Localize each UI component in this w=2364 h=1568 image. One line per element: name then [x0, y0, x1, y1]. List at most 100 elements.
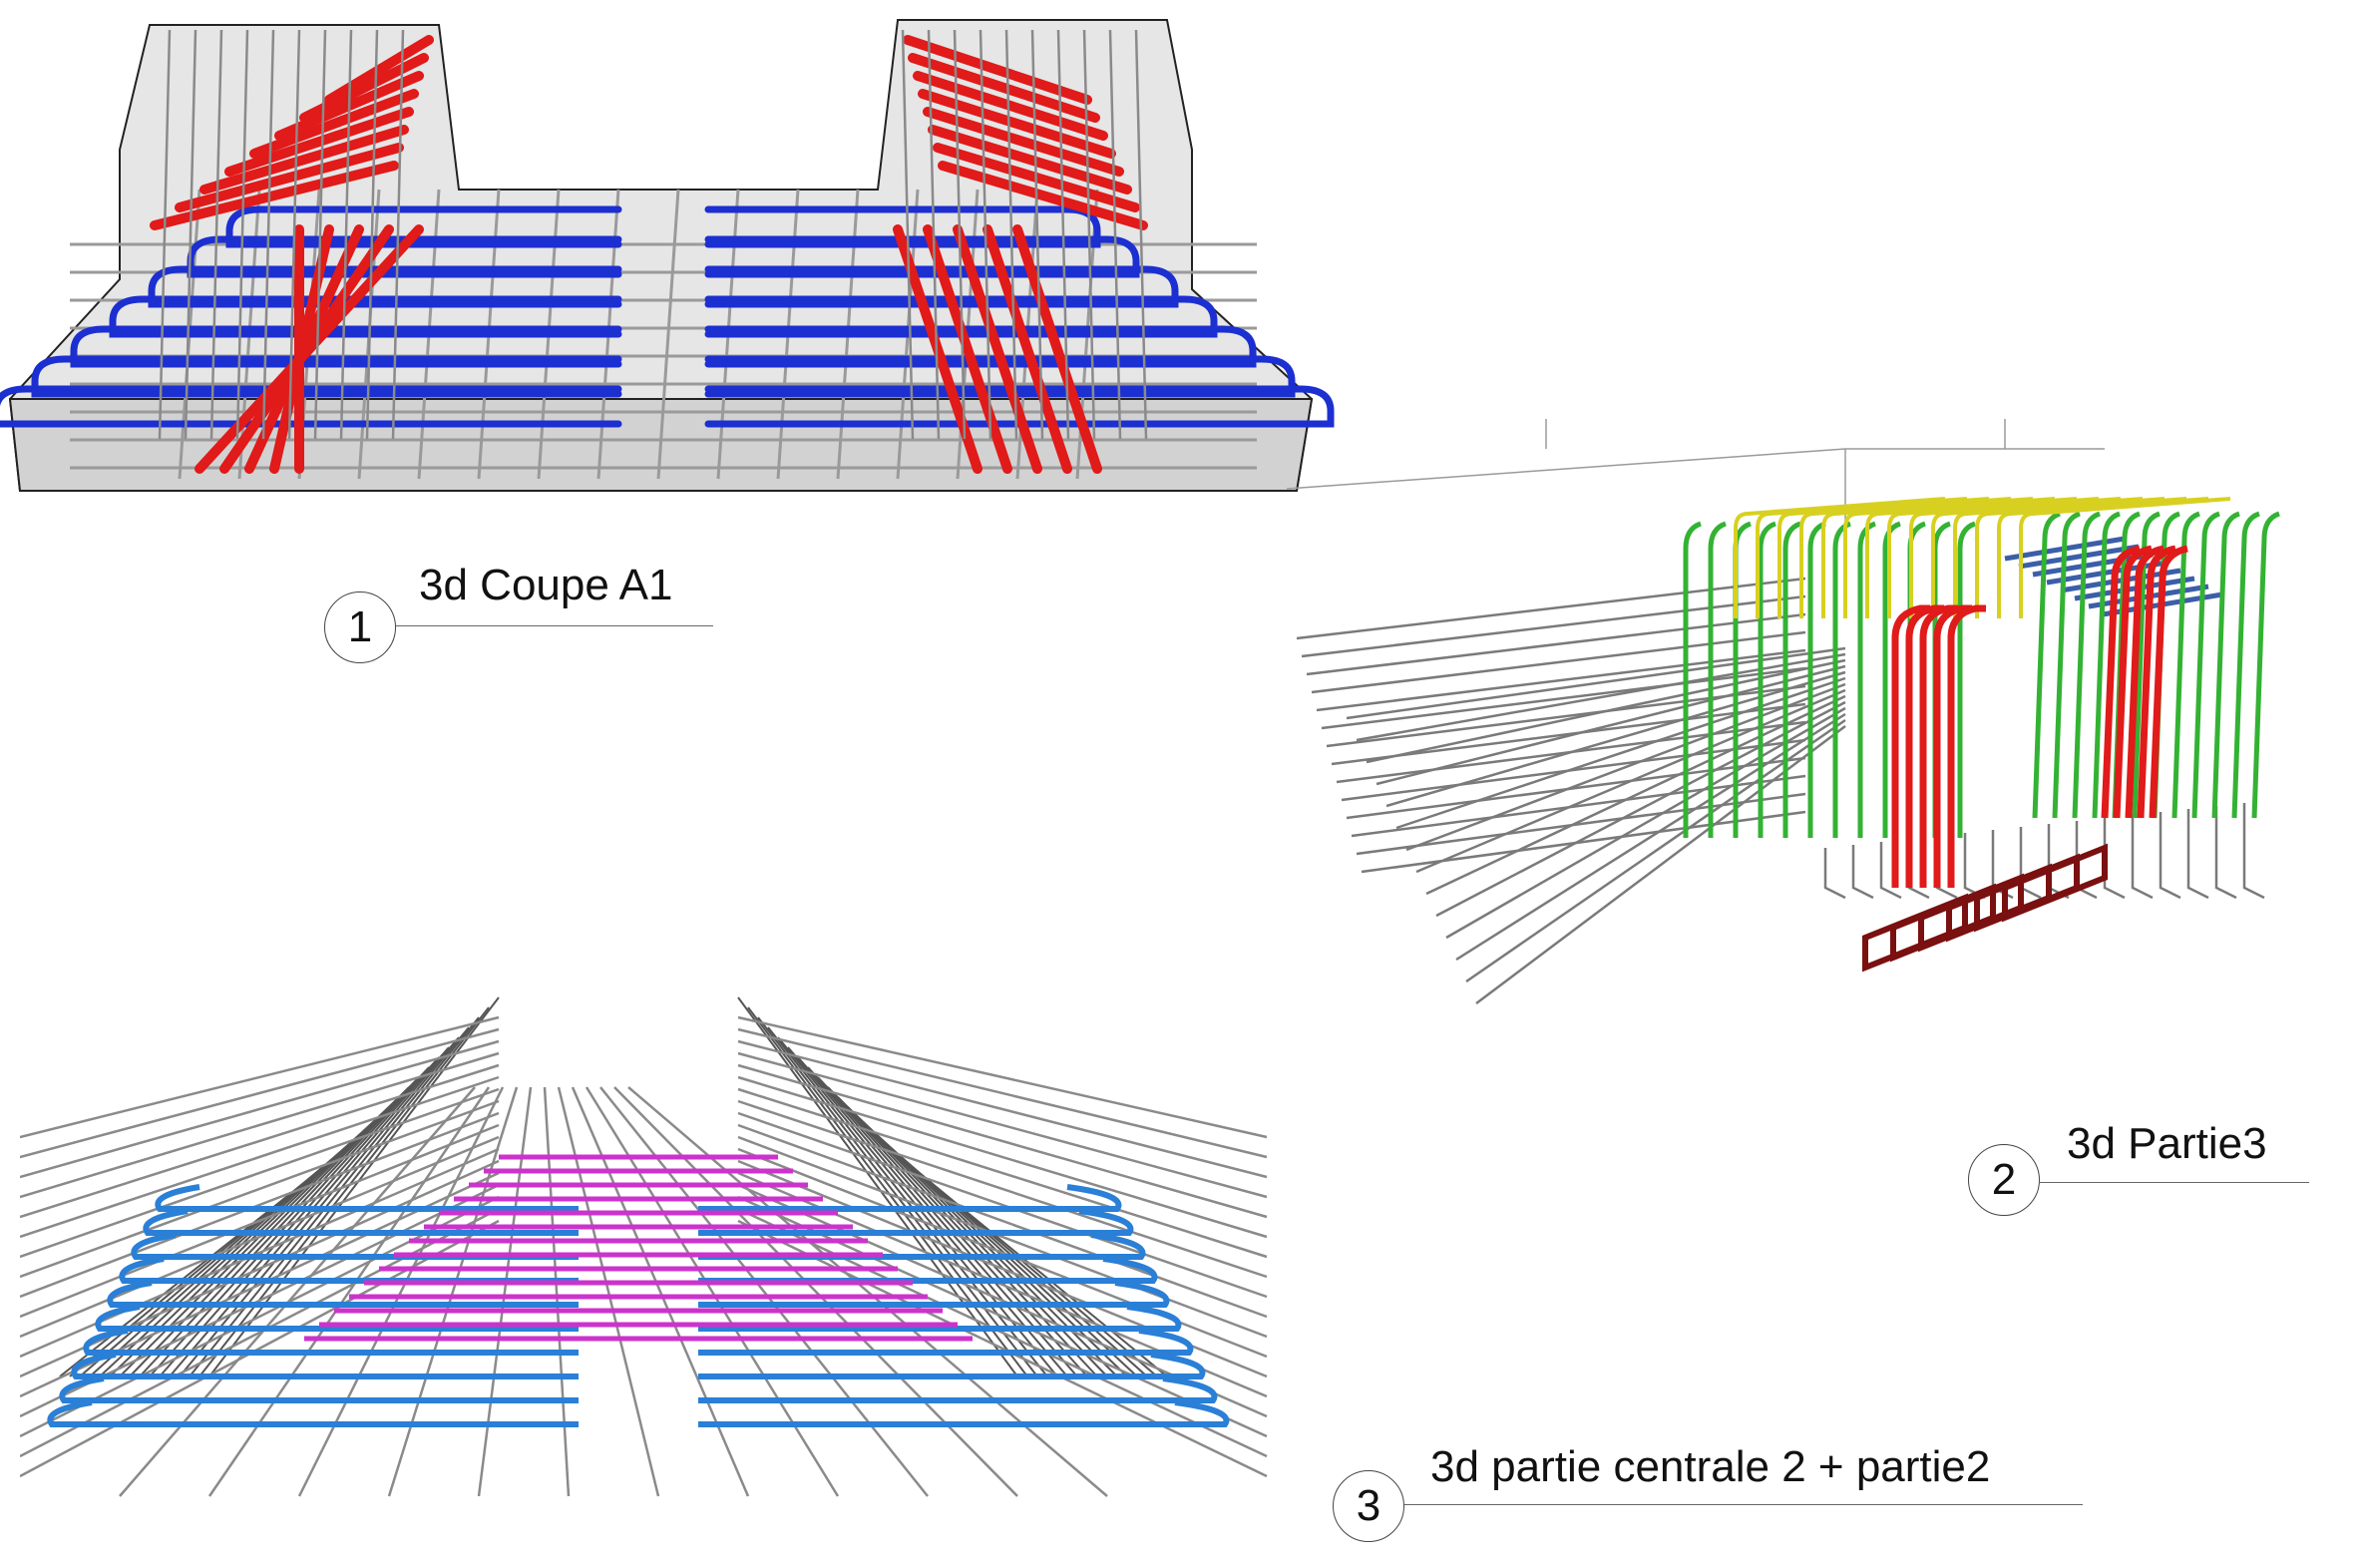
green-vertical-bar-right [2032, 511, 2061, 819]
long-bar [1331, 702, 1806, 766]
blue-stirrup-left [95, 1304, 579, 1332]
blue-stirrup-right [698, 1399, 1230, 1427]
green-vertical-bar [1832, 521, 1851, 838]
converging-bar [119, 1086, 476, 1497]
ghost-outline [1287, 419, 2105, 539]
cage-bar-left [391, 29, 405, 440]
green-vertical-bar-right [2132, 511, 2161, 819]
view-title: 3d Coupe A1 [419, 561, 673, 609]
green-vertical-bar [1758, 521, 1776, 838]
yellow-bar [1931, 497, 2144, 618]
red-vertical-bar-right [2113, 545, 2153, 819]
blue-stirrup-left [70, 325, 622, 368]
blue-stirrup-right [698, 1184, 1122, 1212]
wall-bar-right [737, 996, 1018, 1377]
converging-bar [613, 1086, 1018, 1497]
long-bar [1356, 792, 1806, 856]
cage-bar-right [1004, 29, 1018, 440]
cage-bar-left [261, 29, 275, 440]
lower-stirrup [2186, 809, 2209, 900]
long-bar-lower [1435, 700, 1846, 918]
perspective-bar-left [20, 1195, 500, 1438]
green-vertical-bar-right [2231, 511, 2260, 819]
cage-bar-left [365, 29, 379, 440]
wall-bar-left [198, 1006, 490, 1377]
red-top-hook-left [249, 89, 419, 159]
perspective-bar-left [20, 1027, 500, 1159]
perspective-bar-left [20, 1135, 500, 1339]
perspective-bar-left [20, 1087, 500, 1259]
long-bar-lower [1445, 706, 1846, 940]
blue-stirrup-right [698, 1280, 1170, 1308]
blue-horizontal-stirrup [2046, 560, 2167, 586]
view-title: 3d partie centrale 2 + partie2 [1430, 1442, 1991, 1491]
green-vertical-bar [1708, 521, 1727, 838]
transverse-bar [656, 189, 680, 480]
yellow-bar [1909, 497, 2122, 618]
longitudinal-bars [1296, 577, 2265, 1004]
blue-stirrup-left [119, 1256, 579, 1284]
blue-stirrup-left [47, 1399, 579, 1427]
red-vertical-bar [1919, 604, 1958, 888]
red-vertical-bar-right [2101, 545, 2141, 819]
lower-stirrup [2242, 803, 2265, 900]
red-top-hook-left [150, 161, 399, 230]
perspective-bar-left [20, 1063, 500, 1219]
red-top-hook-left [224, 107, 414, 177]
red-top-hook-right [913, 71, 1108, 141]
cage-bar-right [1134, 29, 1148, 440]
long-bar [1326, 684, 1806, 748]
perspective-bar-right [737, 1099, 1268, 1279]
long-bar [1361, 810, 1806, 874]
ghost-left [1287, 448, 2105, 490]
blue-stirrups [0, 205, 1335, 428]
cage-bar-right [1082, 29, 1096, 440]
long-bar-lower [1356, 652, 1846, 742]
lower-stirrup [1879, 842, 1902, 900]
title-underline [396, 625, 713, 626]
yellow-bar [1843, 497, 2056, 618]
blue-horizontal-stirrup [2074, 576, 2195, 601]
long-bar [1311, 630, 1806, 694]
view-title: 3d Partie3 [2067, 1119, 2267, 1168]
magenta-bars [304, 1154, 973, 1342]
red-vertical-bar [1905, 604, 1944, 888]
cage-bar-right [1030, 29, 1044, 440]
rebar-3d-drawing [1287, 419, 2280, 1004]
perspective-bar-left [20, 1099, 500, 1279]
converging-bar [387, 1086, 519, 1497]
view-number-circle: 1 [324, 591, 396, 663]
title-underline [1404, 1504, 2083, 1505]
blue-horizontal-stirrup [2018, 544, 2140, 570]
long-bar [1301, 594, 1806, 658]
perspective-bar-left [20, 1015, 500, 1139]
long-bar-lower [1465, 718, 1846, 983]
lower-stirrup [1851, 845, 1874, 900]
dark-red-stirrups [1862, 843, 2108, 973]
perspective-bar-right [737, 1015, 1268, 1139]
view-3d-partie-centrale [20, 938, 1287, 1516]
wall-cages [158, 29, 1148, 440]
view-number-circle: 2 [1968, 1144, 2040, 1216]
ghost-top [1545, 419, 2006, 449]
blue-stirrup-left [83, 1328, 579, 1356]
green-vertical-bar-right [2211, 511, 2240, 819]
perspective-bar-left [20, 1207, 500, 1458]
cage-bar-right [953, 29, 967, 440]
long-bar [1321, 666, 1806, 730]
red-vertical-bar-right [2125, 545, 2165, 819]
view-number-circle: 3 [1333, 1470, 1404, 1542]
cage-bar-left [184, 29, 197, 440]
long-bar [1336, 720, 1806, 784]
perspective-bar-left [20, 1075, 500, 1239]
red-top-hook-left [199, 125, 409, 195]
wall-bar-left [208, 996, 500, 1377]
blue-stirrup-left [148, 265, 622, 308]
green-vertical-bar-right [2191, 511, 2220, 819]
perspective-bar-left [20, 1039, 500, 1179]
red-diagonal-bar-right [953, 224, 1042, 474]
cage-bar-left [287, 29, 301, 440]
green-vertical-bar-right [2251, 511, 2280, 819]
blue-stirrup-right [698, 1304, 1182, 1332]
wall-bar-left [179, 1026, 470, 1377]
